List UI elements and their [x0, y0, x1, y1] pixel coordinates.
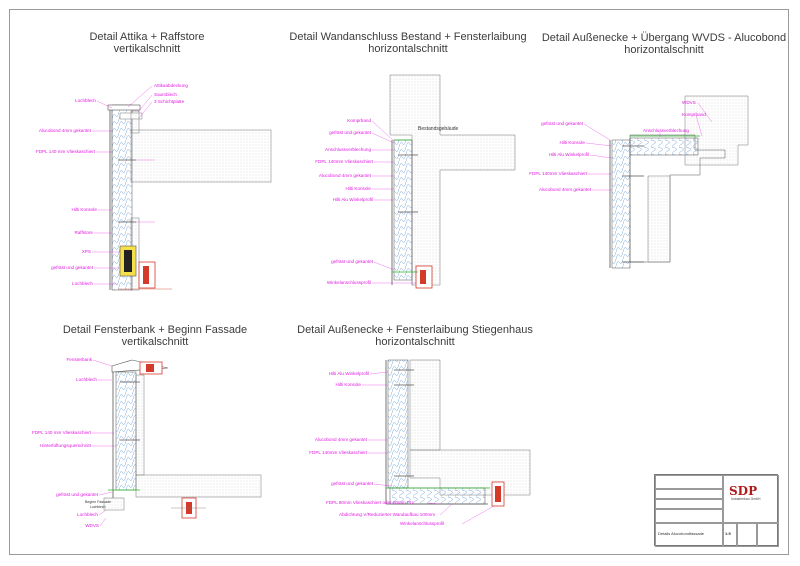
label-lochblech: Lochblech — [75, 98, 96, 103]
label-lochblech: Lochblech — [77, 512, 98, 517]
label-komprband: Komprband — [347, 118, 371, 123]
label-gefraest-gekantet: gefräst und gekantet — [51, 265, 93, 270]
drawing-name: Details Alucobondfassade — [658, 531, 705, 536]
label-fdpl: FDPL 140 mm Vlieskaschiert — [31, 430, 91, 435]
tb-cell — [655, 509, 723, 523]
label-alucobond: Alucobond 4mm gekantet — [538, 187, 591, 192]
label-fensterbank: Fensterbank — [66, 357, 92, 362]
label-fdpl: FDPL 140mm Vlieskaschiert — [315, 159, 373, 164]
label-raffstore: Raffstore — [74, 230, 93, 235]
title-subline: horizontalschnitt — [624, 44, 704, 56]
company-subtitle: Industriebau GmbH — [731, 497, 761, 501]
label-fdpl: FDPL 140 mm Vlieskaschiert — [35, 149, 95, 154]
tb-cell — [655, 499, 723, 509]
label-fdpl-80mm: FDPL 80mm Vlieskaschiert oder 80mm PU — [326, 500, 414, 505]
label-lochblech-small: Lochblech — [90, 505, 106, 509]
title-detail-wandanschluss: Detail Wandanschluss Bestand + Fensterla… — [282, 31, 534, 55]
tb-cell — [757, 523, 779, 547]
detail-aussenecke-stiegenhaus-drawing — [362, 359, 531, 525]
label-saumblech: Saumblech — [154, 92, 177, 97]
title-detail-attika: Detail Attika + Raffstore vertikalschnit… — [62, 31, 232, 55]
title-line: Detail Fensterbank + Beginn Fassade — [62, 324, 248, 336]
label-anschlussverblechung: Anschlussverblechung — [325, 147, 371, 152]
detail-wandanschluss-drawing — [371, 74, 516, 289]
label-fdpl: FDPL 140mm Vlieskaschiert — [529, 171, 587, 176]
label-gefraest-gekantet: gefräst und gekantet — [56, 492, 98, 497]
label-bestandsgebaeude: Bestandsgebäude — [418, 126, 459, 132]
label-hilti-konsole: Hilti Konsole — [71, 207, 97, 212]
label-attikaabdeckung: Attikaabdeckung — [154, 83, 188, 88]
label-gefraest-gekantet: gefräst und gekantet — [541, 121, 583, 126]
title-detail-aussenecke-stiegenhaus: Detail Außenecke + Fensterlaibung Stiege… — [290, 324, 540, 348]
label-hinterlueftungsquerschnitt: Hinterlüftungsquerschnitt — [40, 443, 91, 448]
drawing-scale: 1:5 — [725, 531, 731, 536]
label-winkelanschlussprofil: Winkelanschlussprofil — [400, 521, 445, 526]
title-subline: horizontalschnitt — [375, 336, 455, 348]
label-lochblech: Lochblech — [72, 281, 93, 286]
label-alucobond: Alucobond 4mm gekantet — [38, 128, 91, 133]
tb-cell — [655, 489, 723, 499]
detail-fensterbank-drawing — [92, 359, 262, 527]
tb-cell — [723, 523, 737, 547]
label-hilti-konsole: Hilti Konsole — [345, 186, 371, 191]
title-line: Detail Außenecke + Übergang WVDS - Aluco… — [541, 32, 787, 44]
label-komprband: Komprband — [682, 112, 706, 117]
label-anschlussverblechung: Anschlussverblechung — [643, 128, 689, 133]
title-block: SDP Industriebau GmbH Details Alucobondf… — [654, 474, 779, 547]
label-abdichtung: Abdichtung V/Reduzierter Wandaufbau 100m… — [339, 512, 436, 517]
tb-cell — [723, 475, 779, 523]
title-line: Detail Wandanschluss Bestand + Fensterla… — [289, 31, 527, 43]
title-detail-fensterbank: Detail Fensterbank + Beginn Fassade vert… — [50, 324, 260, 348]
label-gefraest-gekantet: gefräst und gekantet — [331, 481, 373, 486]
label-winkelanschlussprofil: Winkelanschlussprofil — [326, 280, 371, 285]
title-detail-aussenecke-wvds: Detail Außenecke + Übergang WVDS - Aluco… — [540, 32, 788, 56]
sheet-frame — [9, 9, 789, 555]
tb-cell — [655, 523, 723, 547]
title-subline: vertikalschnitt — [121, 336, 189, 348]
label-gefraest-gekantet: gefräst und gekantet — [331, 259, 373, 264]
title-subline: horizontalschnitt — [368, 43, 448, 55]
detail-aussenecke-wvds-drawing — [583, 95, 749, 269]
title-line: Detail Attika + Raffstore — [89, 31, 205, 43]
title-subline: vertikalschnitt — [113, 43, 181, 55]
label-xps: XPS — [81, 249, 91, 254]
label-wdvs: WDVS — [85, 523, 99, 528]
label-gefraest-gekantet: gefräst und gekantet — [329, 130, 371, 135]
label-alucobond: Alucobond 4mm gekantet — [318, 173, 371, 178]
tb-cell — [737, 523, 757, 547]
label-hilti-konsole: Hilti Konsole — [335, 382, 361, 387]
label-3-schichtplatte: 3 Schichtplatte — [154, 99, 185, 104]
tb-cell — [655, 475, 723, 489]
label-beginn-fassade: Beginn Fassade — [85, 500, 111, 504]
label-wdvs: WDVS — [682, 100, 696, 105]
label-alucobond: Alucobond 4mm gekantet — [314, 437, 367, 442]
label-lochblech: Lochblech — [76, 377, 97, 382]
label-fdpl: FDPL 140mm Vlieskaschiert — [309, 450, 367, 455]
label-hilti-alu-winkelprofil: Hilti Alu Winkelprofil — [548, 152, 589, 157]
label-hilti-konsole: Hilti Konsole — [559, 140, 585, 145]
company-logo: SDP — [729, 484, 758, 498]
title-line: Detail Außenecke + Fensterlaibung Stiege… — [297, 324, 533, 336]
label-hilti-alu-winkelprofil: Hilti Alu Winkelprofil — [332, 197, 373, 202]
detail-attika-drawing — [92, 85, 272, 291]
label-hilti-alu-winkelprofil: Hilti Alu Winkelprofil — [328, 371, 369, 376]
